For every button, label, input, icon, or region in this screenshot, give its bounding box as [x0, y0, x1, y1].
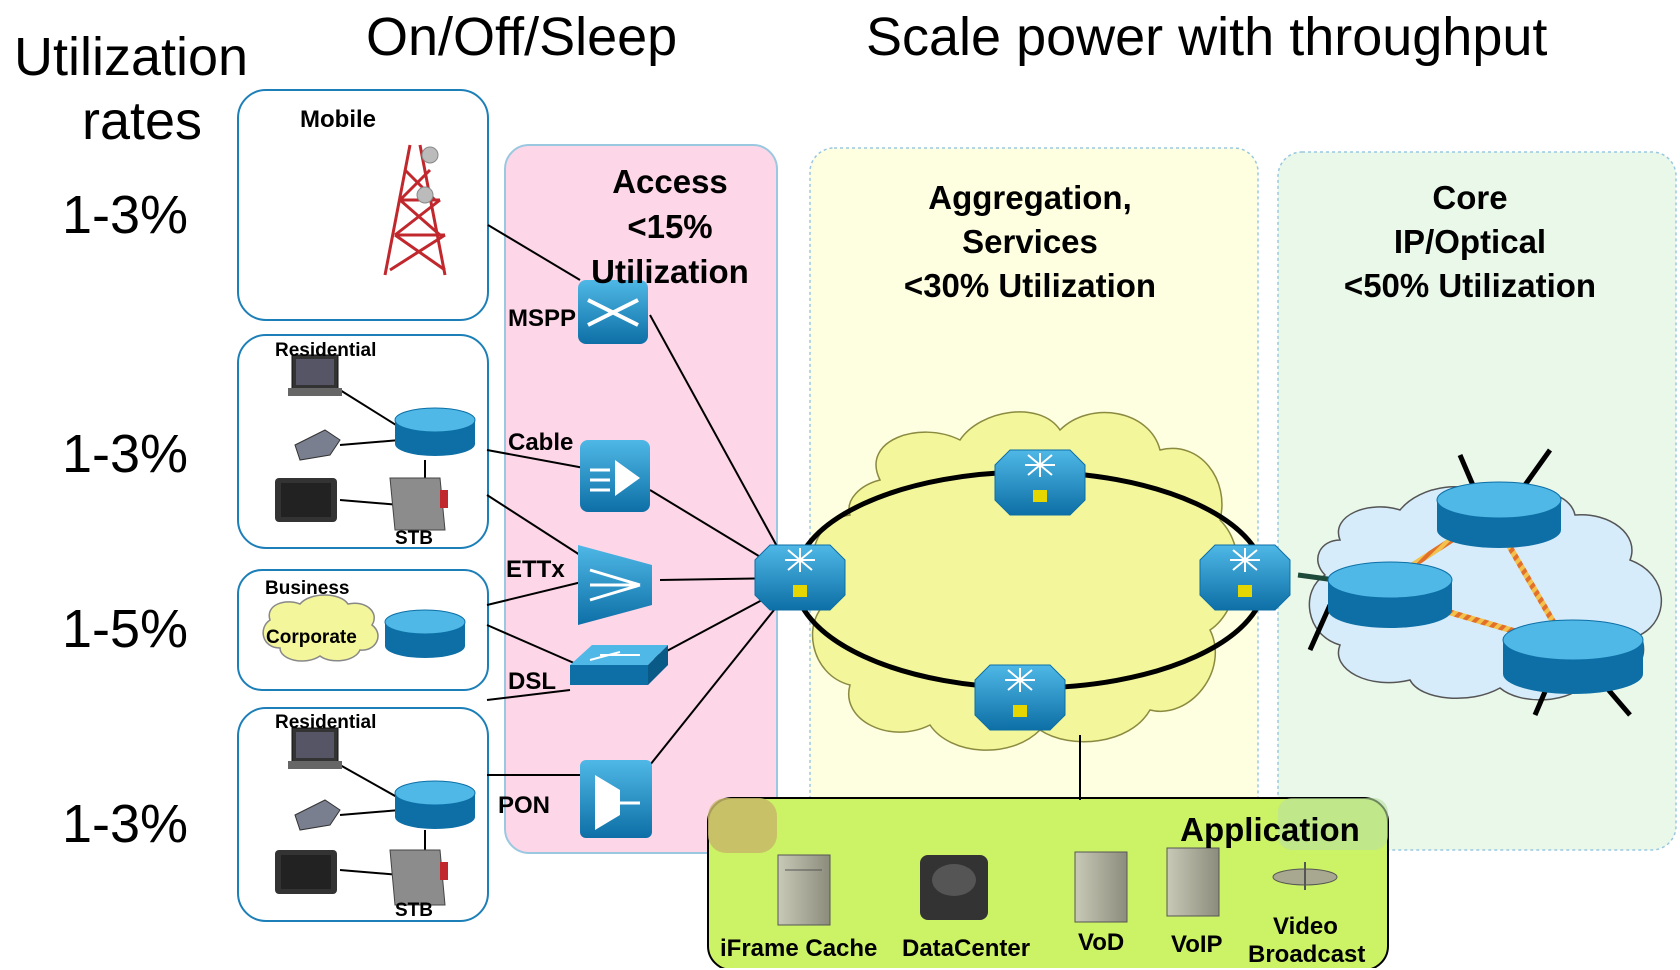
- header-utilization: Utilization: [14, 27, 249, 87]
- app-voip: VoIP: [1171, 931, 1223, 958]
- rate-residential-1: 1-3%: [62, 424, 189, 484]
- core-router-top: [1436, 481, 1562, 548]
- iframe-cache-server-icon: [777, 854, 831, 926]
- core-application-overlap: [1278, 798, 1388, 850]
- link-ettx: ETTx: [506, 556, 565, 583]
- access-title-1: Access: [612, 163, 728, 200]
- aggregation-title-3: <30% Utilization: [903, 267, 1157, 304]
- rate-mobile: 1-3%: [62, 185, 189, 245]
- datacenter-icon: [920, 855, 988, 920]
- mobile-box: [237, 89, 489, 321]
- pon-icon: [580, 760, 652, 838]
- agg-switch-top: [994, 449, 1086, 516]
- rate-residential-2: 1-3%: [62, 794, 189, 854]
- core-title-2: IP/Optical: [1393, 223, 1547, 260]
- phone-icon-2: [294, 799, 341, 831]
- stb-label-2: STB: [395, 900, 433, 921]
- mobile-label: Mobile: [300, 106, 376, 133]
- pc-icon-2: [288, 727, 342, 769]
- cable-icon: [580, 440, 650, 512]
- satellite-dish-icon: [1272, 862, 1338, 890]
- link-pon: PON: [498, 792, 551, 819]
- router-icon-res1: [394, 407, 476, 456]
- header-scale: Scale power with throughput: [866, 7, 1548, 67]
- vod-server-icon: [1074, 851, 1128, 923]
- voip-server-icon: [1166, 847, 1220, 917]
- business-label: Business: [265, 578, 350, 599]
- corporate-cloud: [262, 594, 379, 662]
- mspp-icon: [578, 280, 648, 344]
- access-application-overlap: [708, 798, 777, 853]
- dsl-icon: [570, 645, 668, 685]
- pc-icon: [288, 354, 342, 396]
- link-cable: Cable: [508, 429, 574, 456]
- application-zone: [707, 797, 1389, 968]
- application-title: Application: [1180, 811, 1360, 848]
- router-icon-business: [384, 609, 466, 658]
- rate-business: 1-5%: [62, 599, 189, 659]
- residential-label-2: Residential: [275, 712, 377, 733]
- header-rates: rates: [82, 91, 203, 151]
- tv-icon-2: [275, 850, 337, 894]
- tv-icon: [275, 478, 337, 522]
- aggregation-title-1: Aggregation,: [928, 179, 1132, 216]
- access-title-3: Utilization: [591, 253, 749, 290]
- core-title-3: <50% Utilization: [1343, 267, 1597, 304]
- router-icon-res2: [394, 780, 476, 829]
- agg-switch-bottom: [974, 664, 1066, 731]
- link-dsl: DSL: [508, 668, 556, 695]
- phone-icon: [294, 429, 341, 461]
- header-onoff: On/Off/Sleep: [366, 7, 678, 67]
- app-iframe-cache: iFrame Cache: [720, 935, 878, 962]
- core-title-1: Core: [1432, 179, 1508, 216]
- corporate-label: Corporate: [266, 627, 357, 648]
- cell-tower-icon: [383, 144, 447, 276]
- access-title-2: <15%: [627, 208, 713, 245]
- stb-icon: [389, 477, 448, 531]
- agg-switch-left: [754, 544, 846, 611]
- aggregation-cloud: [811, 411, 1239, 751]
- residential-label-1: Residential: [275, 340, 377, 361]
- core-router-right: [1502, 619, 1644, 694]
- aggregation-title-2: Services: [962, 223, 1098, 260]
- stb-label-1: STB: [395, 528, 433, 549]
- app-datacenter: DataCenter: [902, 935, 1031, 962]
- link-mspp: MSPP: [508, 305, 577, 332]
- app-video: Video: [1273, 913, 1338, 940]
- stb-icon-2: [389, 849, 448, 906]
- agg-switch-right: [1199, 544, 1291, 611]
- app-vod: VoD: [1078, 929, 1125, 956]
- core-router-left: [1327, 561, 1453, 628]
- ettx-icon: [578, 545, 652, 625]
- app-broadcast: Broadcast: [1248, 941, 1366, 968]
